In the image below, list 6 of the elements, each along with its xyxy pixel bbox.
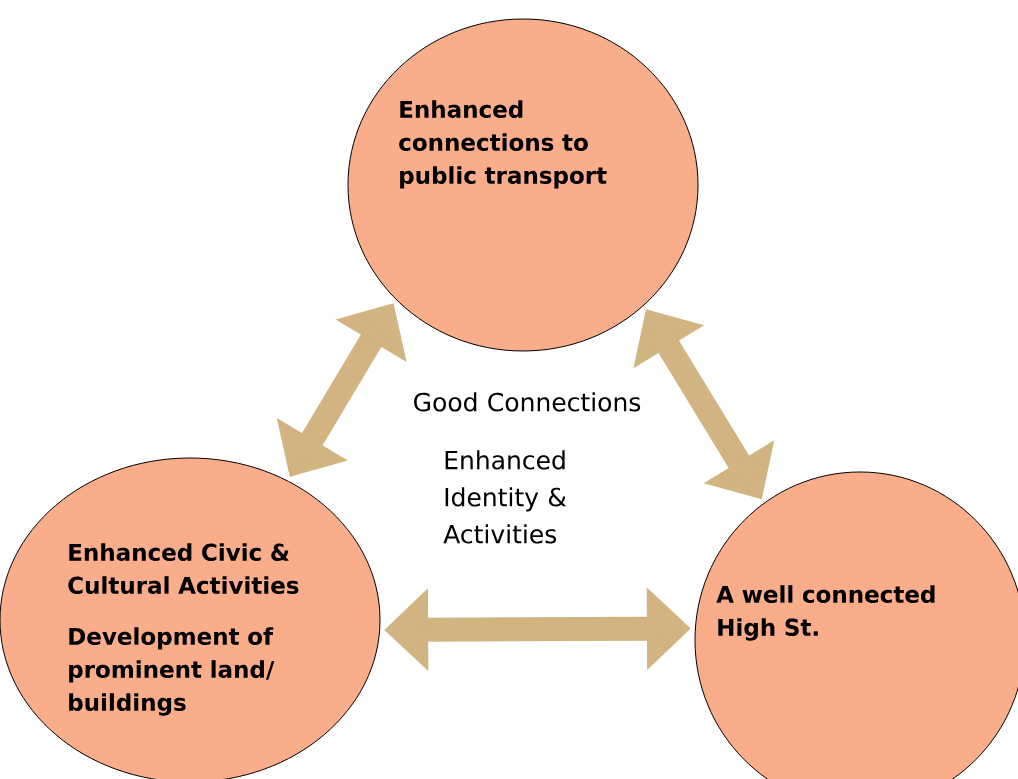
label: Good Connections	[414, 392, 641, 412]
node-text: Development of prominent land/ buildings	[69, 627, 275, 716]
node-text: Enhanced connections to public transport	[399, 100, 607, 189]
node-text: A well connected High St.	[716, 585, 935, 641]
node-text: Enhanced Civic & Cultural Activities	[68, 543, 299, 594]
label: Enhanced Identity & Activities	[443, 450, 567, 544]
